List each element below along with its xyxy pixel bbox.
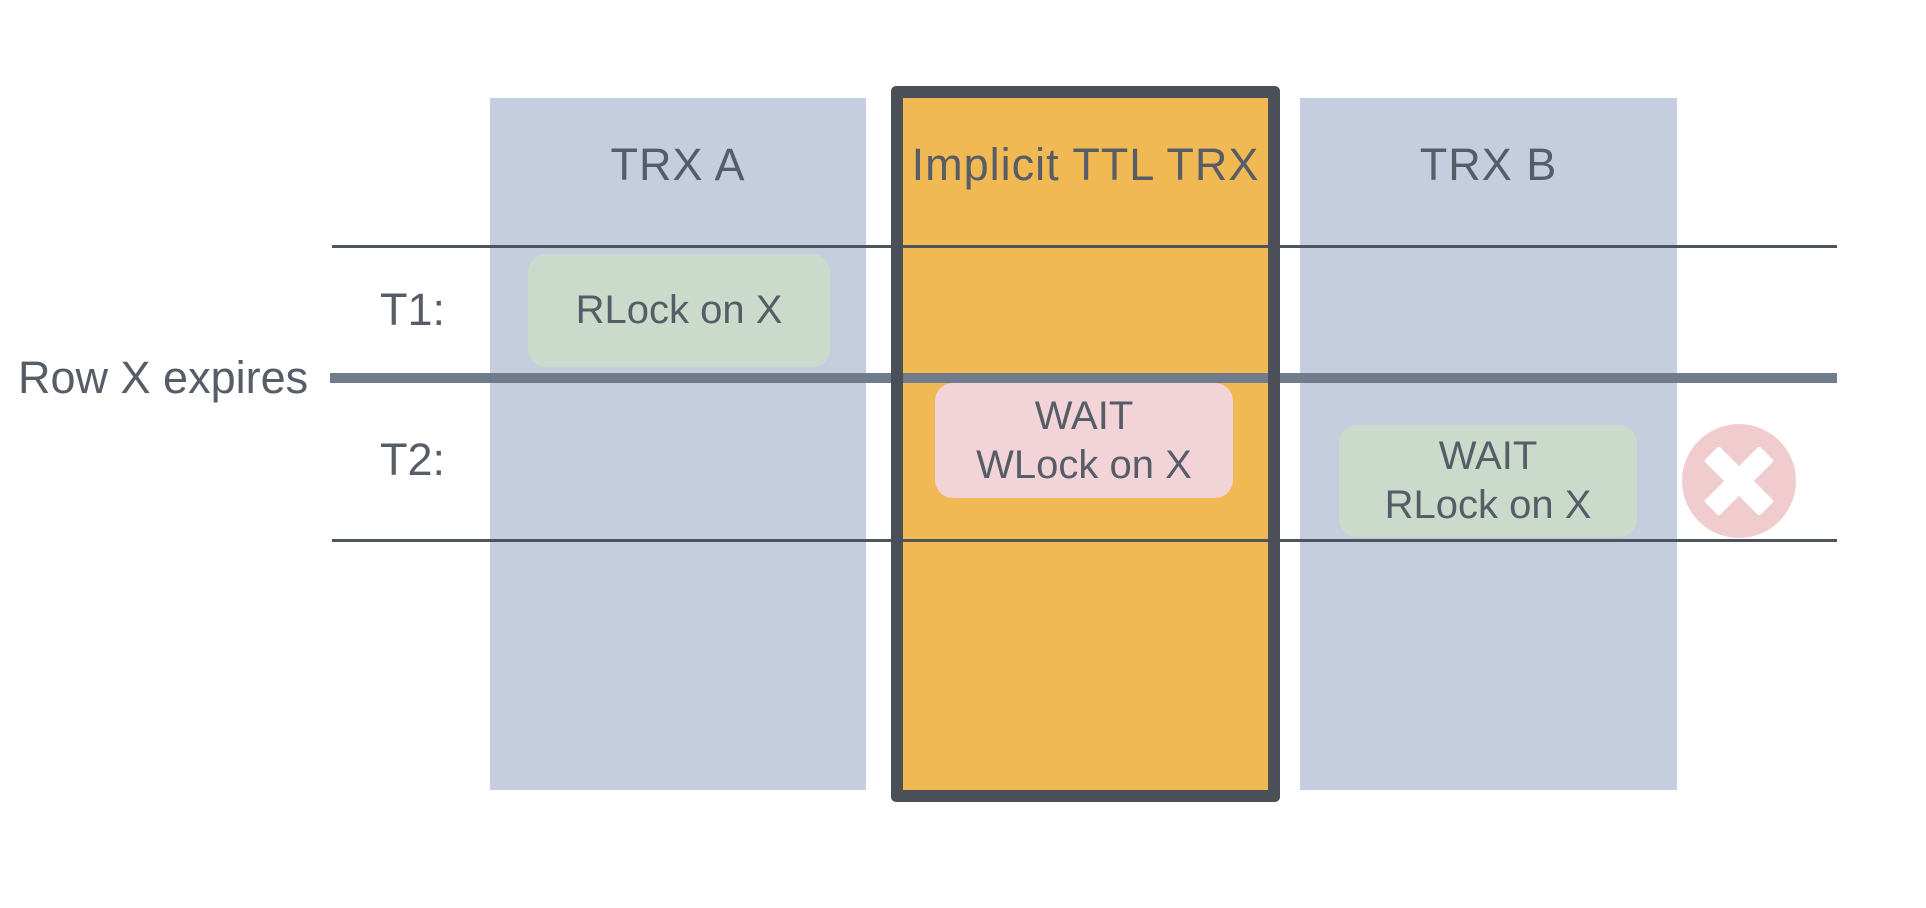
lane-trx-b-title: TRX B — [1419, 139, 1558, 190]
event-ttl-wait-line2: WLock on X — [976, 442, 1192, 487]
timeline-label-t2: T2: — [379, 434, 445, 485]
lane-trx-a: TRX A — [490, 98, 866, 790]
event-ttl-wait-wlock: WAIT WLock on X — [935, 383, 1233, 498]
event-trx-b-wait-line1: WAIT — [1438, 434, 1538, 478]
lane-trx-a-title: TRX A — [610, 139, 746, 190]
row-x-expires-label: Row X expires — [18, 352, 309, 403]
event-trx-a-rlock: RLock on X — [528, 254, 830, 367]
row-x-expires-line — [330, 373, 1837, 383]
t1-separator-line — [332, 245, 1837, 248]
x-circle-icon — [1682, 424, 1796, 538]
event-ttl-wait-line1: WAIT — [1034, 393, 1134, 438]
t2-separator-line — [332, 539, 1837, 542]
lane-implicit-ttl-trx-title: Implicit TTL TRX — [911, 139, 1260, 190]
event-trx-b-wait-line2: RLock on X — [1384, 483, 1592, 527]
event-trx-b-wait-rlock: WAIT RLock on X — [1339, 425, 1637, 537]
event-trx-a-rlock-text: RLock on X — [575, 288, 783, 332]
timeline-label-t1: T1: — [379, 284, 445, 335]
ttl-column-border — [891, 86, 1280, 802]
